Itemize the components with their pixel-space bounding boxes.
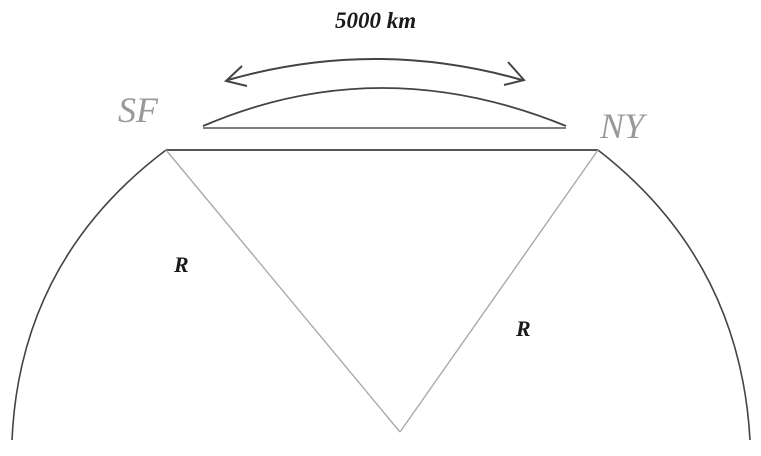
city-label-ny: NY (599, 106, 648, 146)
distance-arrow (227, 58, 523, 81)
distance-label: 5000 km (335, 8, 416, 33)
distance-arrowhead-left (223, 65, 248, 87)
radius-line-left (165, 149, 401, 433)
earth-arc-right (597, 149, 751, 441)
radius-label-left: R (173, 252, 189, 277)
distance-arrowhead-right (503, 61, 526, 86)
city-label-sf: SF (118, 90, 159, 130)
earth-arc-left (11, 149, 167, 441)
radius-label-right: R (515, 316, 531, 341)
radius-line-right (399, 149, 599, 433)
surface-arc (202, 87, 567, 127)
